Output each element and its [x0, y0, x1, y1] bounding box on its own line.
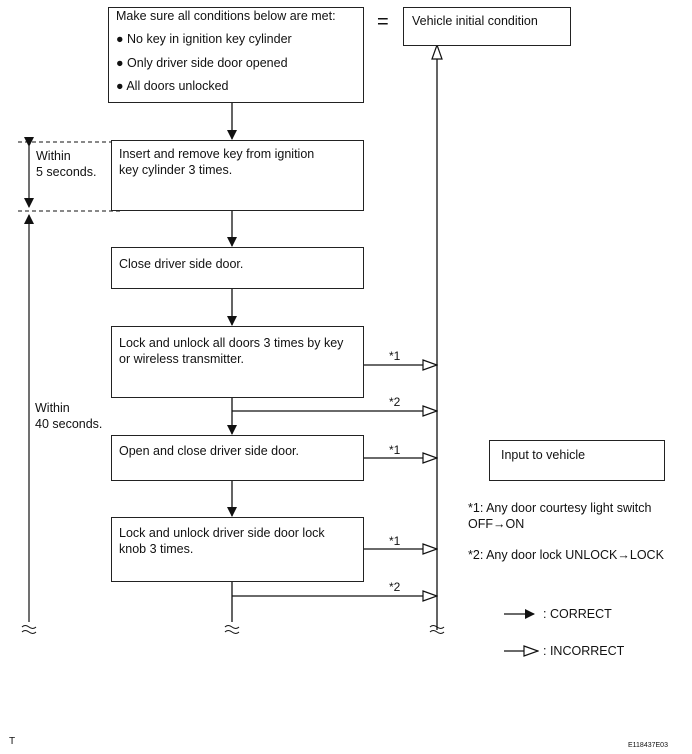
step-text: or wireless transmitter. — [119, 352, 245, 366]
timing-40s-label-1: Within — [35, 401, 70, 415]
step-box — [111, 247, 364, 289]
step-text: Open and close driver side door. — [119, 444, 299, 458]
initial-condition-label: Vehicle initial condition — [412, 14, 538, 28]
timing-5s-label-1: Within — [36, 149, 71, 163]
condition-item: ● No key in ignition key cylinder — [116, 32, 292, 46]
step-box — [111, 435, 364, 481]
timing-5s-label-2: 5 seconds. — [36, 165, 97, 179]
step-text: Insert and remove key from ignition — [119, 147, 315, 161]
legend-note1-line2: OFF→ON — [468, 517, 525, 531]
footer-right: E118437E03 — [628, 742, 668, 749]
footer-left: T — [9, 736, 16, 747]
input-to-vehicle-box — [489, 440, 665, 481]
legend-note1-line1: *1: Any door courtesy light switch — [468, 501, 652, 515]
branch-mark-star2: *2 — [389, 580, 401, 594]
legend-incorrect-label: : INCORRECT — [543, 644, 625, 658]
branch-mark-star1: *1 — [389, 443, 401, 457]
conditions-heading: Make sure all conditions below are met: — [116, 9, 336, 23]
branch-mark-star2: *2 — [389, 395, 401, 409]
step-text: key cylinder 3 times. — [119, 163, 233, 177]
input-to-vehicle-label: Input to vehicle — [501, 448, 586, 462]
branch-mark-star1: *1 — [389, 534, 401, 548]
step-box — [111, 517, 364, 582]
step-text: Lock and unlock all doors 3 times by key — [119, 336, 344, 350]
break-symbol-center — [224, 625, 240, 634]
timing-40s-label-2: 40 seconds. — [35, 417, 103, 431]
step-box — [111, 326, 364, 398]
step-text: Lock and unlock driver side door lock — [119, 526, 325, 540]
step-box — [111, 140, 364, 211]
condition-item: ● All doors unlocked — [116, 79, 229, 93]
step-text: knob 3 times. — [119, 542, 194, 556]
branch-mark-star1: *1 — [389, 349, 401, 363]
condition-item: ● Only driver side door opened — [116, 56, 288, 70]
equals-sign: = — [377, 11, 389, 33]
break-symbol-right — [429, 625, 445, 634]
step-text: Close driver side door. — [119, 257, 244, 271]
legend-note2: *2: Any door lock UNLOCK→LOCK — [468, 548, 664, 562]
initial-condition-box — [403, 7, 571, 46]
legend-correct-label: : CORRECT — [543, 607, 612, 621]
break-symbol-left — [21, 625, 37, 634]
conditions-box — [108, 7, 364, 103]
